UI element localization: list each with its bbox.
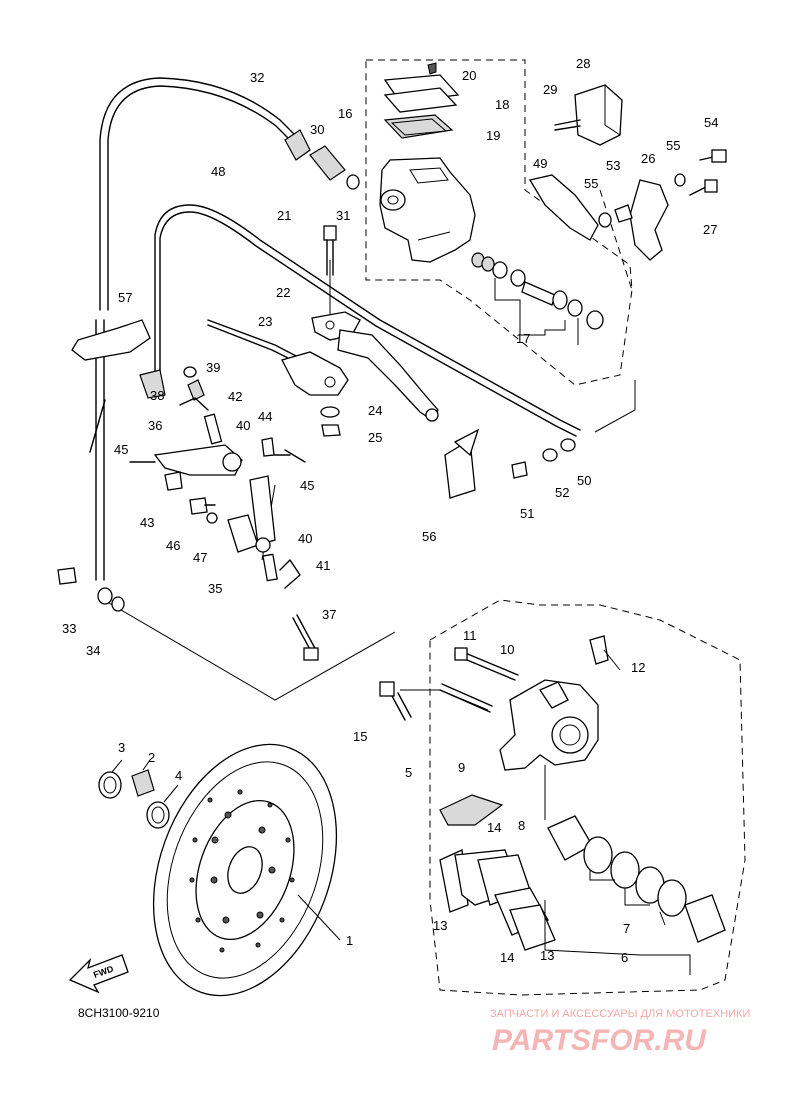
label-29: 29 xyxy=(543,82,557,97)
label-7: 7 xyxy=(623,921,630,936)
label-6: 6 xyxy=(621,950,628,965)
switch-assembly xyxy=(528,84,727,261)
cable-adjuster xyxy=(284,129,360,190)
label-25: 25 xyxy=(368,430,382,445)
label-56: 56 xyxy=(422,529,436,544)
label-3: 3 xyxy=(118,740,125,755)
watermark-brand: PARTSFOR.RU xyxy=(492,1024,707,1057)
label-20: 20 xyxy=(462,68,476,83)
label-49: 49 xyxy=(533,156,547,171)
label-52: 52 xyxy=(555,485,569,500)
label-27: 27 xyxy=(703,222,717,237)
label-26: 26 xyxy=(641,151,655,166)
label-57: 57 xyxy=(118,290,132,305)
label-21: 21 xyxy=(277,208,291,223)
label-32: 32 xyxy=(250,70,264,85)
disc-bolt-holes xyxy=(210,811,276,924)
diagram-code: 8CH3100-9210 xyxy=(78,1006,160,1020)
master-cylinder-group-outline xyxy=(365,59,633,386)
label-30: 30 xyxy=(310,122,324,137)
piston-set xyxy=(471,252,604,345)
nuts-24-25 xyxy=(320,406,341,437)
label-18: 18 xyxy=(495,97,509,112)
label-28: 28 xyxy=(576,56,590,71)
label-31: 31 xyxy=(336,208,350,223)
label-39: 39 xyxy=(206,360,220,375)
brake-lever xyxy=(311,311,439,422)
label-37: 37 xyxy=(322,607,336,622)
label-45a: 45 xyxy=(114,442,128,457)
brake-disc xyxy=(152,743,341,997)
master-cylinder xyxy=(379,62,604,345)
label-40b: 40 xyxy=(298,531,312,546)
bolt-21 xyxy=(323,225,337,276)
caliper-group-outline xyxy=(429,599,746,996)
label-13a: 13 xyxy=(433,918,447,933)
label-24: 24 xyxy=(368,403,382,418)
label-33: 33 xyxy=(62,621,76,636)
label-46: 46 xyxy=(166,538,180,553)
label-14a: 14 xyxy=(487,820,501,835)
label-48: 48 xyxy=(211,164,225,179)
label-43: 43 xyxy=(140,515,154,530)
label-14b: 14 xyxy=(500,950,514,965)
label-2: 2 xyxy=(148,750,155,765)
disc-vent-holes xyxy=(189,789,295,953)
label-40a: 40 xyxy=(236,418,250,433)
label-9: 9 xyxy=(458,760,465,775)
label-8: 8 xyxy=(518,818,525,833)
label-44: 44 xyxy=(258,409,272,424)
fwd-arrow-icon: FWD xyxy=(68,954,129,994)
label-53: 53 xyxy=(606,158,620,173)
label-35: 35 xyxy=(208,581,222,596)
label-1: 1 xyxy=(346,933,353,948)
disc-hardware xyxy=(98,759,179,829)
caliper-pistons xyxy=(544,815,726,975)
label-17: 17 xyxy=(516,331,530,346)
label-38: 38 xyxy=(150,388,164,403)
label-41: 41 xyxy=(316,558,330,573)
label-36: 36 xyxy=(148,418,162,433)
label-11: 11 xyxy=(463,628,477,643)
part-number-labels: 1 2 3 4 5 6 7 8 9 10 11 12 13 13 14 14 1… xyxy=(62,56,718,965)
brake-caliper xyxy=(379,635,621,771)
label-12: 12 xyxy=(631,660,645,675)
label-54: 54 xyxy=(704,115,718,130)
label-22: 22 xyxy=(276,285,290,300)
watermark-tagline: ЗАПЧАСТИ И АКСЕССУАРЫ ДЛЯ МОТОТЕХНИКИ xyxy=(490,1008,750,1020)
label-23: 23 xyxy=(258,314,272,329)
label-50: 50 xyxy=(577,473,591,488)
label-15: 15 xyxy=(353,729,367,744)
label-45b: 45 xyxy=(300,478,314,493)
label-10: 10 xyxy=(500,642,514,657)
brake-pads xyxy=(439,794,556,951)
lever-23 xyxy=(207,319,349,396)
label-51: 51 xyxy=(520,506,534,521)
label-4: 4 xyxy=(175,768,182,783)
label-13b: 13 xyxy=(540,948,554,963)
label-55b: 55 xyxy=(666,138,680,153)
label-5: 5 xyxy=(405,765,412,780)
label-47: 47 xyxy=(193,550,207,565)
linkage-assembly xyxy=(57,319,319,661)
label-42: 42 xyxy=(228,389,242,404)
label-55a: 55 xyxy=(584,176,598,191)
label-34: 34 xyxy=(86,643,100,658)
misc-hardware-50-56 xyxy=(444,428,576,499)
label-19: 19 xyxy=(486,128,500,143)
label-16: 16 xyxy=(338,106,352,121)
